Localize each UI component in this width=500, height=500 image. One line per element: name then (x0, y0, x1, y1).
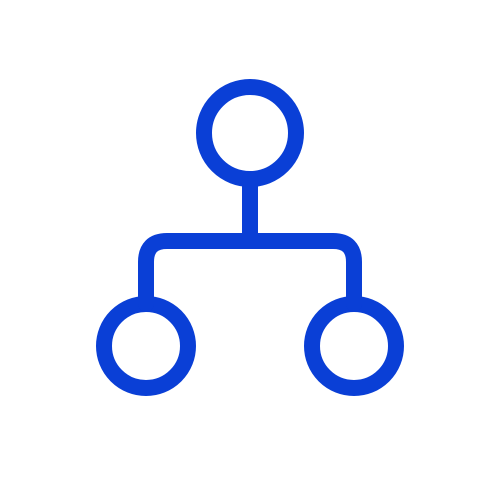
connector-lines (138, 171, 362, 312)
top-node-circle (196, 79, 304, 187)
left-node-circle (96, 296, 196, 396)
right-node-circle (304, 296, 404, 396)
